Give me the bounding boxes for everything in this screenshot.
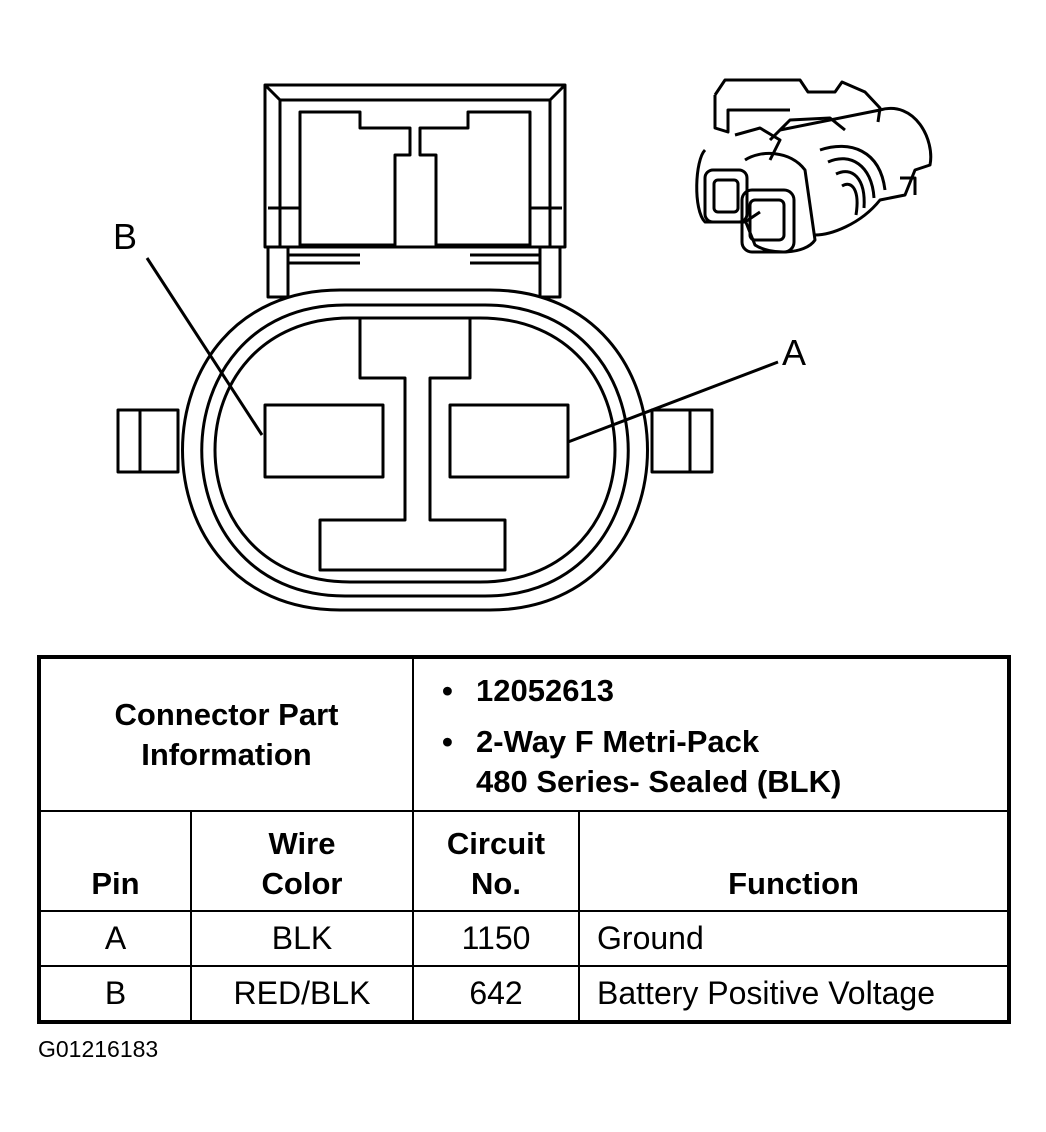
connector-part-values: • 12052613 • 2-Way F Metri-Pack 480 Seri… bbox=[412, 656, 1011, 812]
figure-id: G01216183 bbox=[38, 1036, 159, 1062]
header-circuit-no: Circuit No. bbox=[412, 810, 581, 912]
connector-part-label-line2: Information bbox=[141, 736, 312, 772]
bullet-icon: • bbox=[442, 724, 453, 759]
cell-function: Battery Positive Voltage bbox=[578, 965, 1011, 1023]
connector-diagram: B A bbox=[113, 78, 933, 612]
connector-face-drawing: B A bbox=[113, 78, 933, 612]
part-description-line2: 480 Series- Sealed (BLK) bbox=[476, 764, 842, 799]
part-description: • 2-Way F Metri-Pack bbox=[442, 722, 1007, 762]
cell-pin: B bbox=[38, 965, 192, 1023]
column-header-row: Pin Wire Color Circuit No. Function bbox=[38, 810, 1011, 912]
cell-circuit: 1150 bbox=[412, 910, 581, 967]
cell-wire-color: RED/BLK bbox=[189, 965, 415, 1023]
connector-part-label: Connector Part Information bbox=[37, 656, 415, 812]
table-row: B RED/BLK 642 Battery Positive Voltage bbox=[38, 965, 1011, 1023]
terminal-cavity-b bbox=[263, 403, 385, 479]
connector-info-table: Connector Part Information • 12052613 • … bbox=[37, 655, 1012, 1024]
keyway bbox=[318, 316, 507, 572]
connector-3d-view bbox=[695, 78, 933, 254]
part-number-text: 12052613 bbox=[476, 673, 614, 708]
header-wire-color-line2: Color bbox=[261, 866, 343, 901]
header-pin: Pin bbox=[38, 810, 192, 912]
cell-pin: A bbox=[38, 910, 192, 967]
leader-line-a bbox=[567, 360, 779, 444]
pin-label-a: A bbox=[782, 332, 806, 373]
bullet-icon: • bbox=[442, 673, 453, 708]
header-function: Function bbox=[578, 810, 1011, 912]
header-wire-color-line1: Wire bbox=[268, 826, 336, 861]
part-description-line1: 2-Way F Metri-Pack bbox=[476, 724, 760, 759]
part-number: • 12052613 bbox=[442, 671, 1007, 711]
leader-line-b bbox=[145, 257, 264, 436]
side-tab-left bbox=[116, 408, 180, 474]
side-tab-right bbox=[650, 408, 714, 474]
connector-body bbox=[181, 288, 649, 612]
cell-function: Ground bbox=[578, 910, 1011, 967]
cell-wire-color: BLK bbox=[189, 910, 415, 967]
connector-part-label-line1: Connector Part bbox=[114, 696, 339, 732]
header-circuit-line2: No. bbox=[471, 866, 521, 901]
header-wire-color: Wire Color bbox=[189, 810, 415, 912]
connector-latch bbox=[263, 83, 567, 299]
table-row: A BLK 1150 Ground bbox=[38, 910, 1011, 967]
connector-part-row: Connector Part Information • 12052613 • … bbox=[37, 656, 1011, 812]
cell-circuit: 642 bbox=[412, 965, 581, 1023]
pin-label-b: B bbox=[113, 216, 137, 257]
header-circuit-line1: Circuit bbox=[446, 826, 546, 861]
